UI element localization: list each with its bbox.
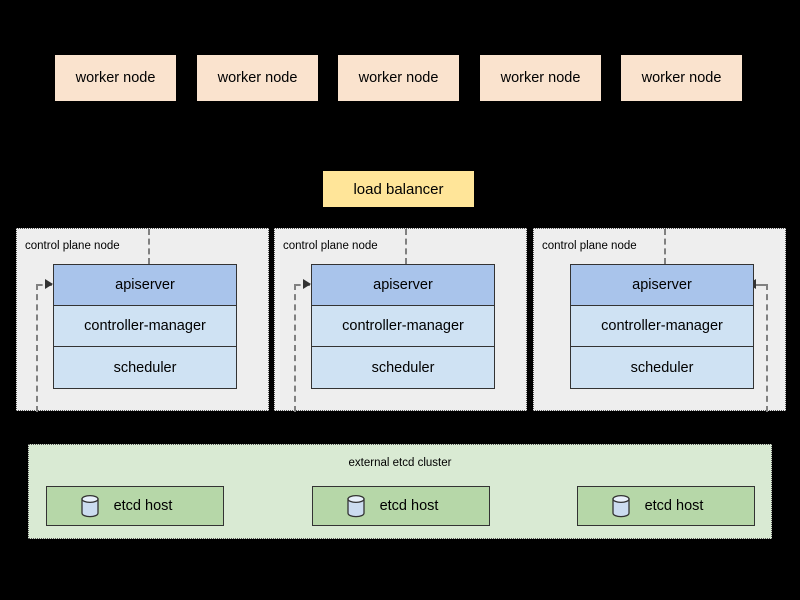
external-etcd-cluster-panel[interactable]: external etcd cluster etcd host etcd hos… [28, 444, 772, 539]
worker-node-5[interactable]: worker node [620, 54, 743, 102]
etcd-host-label: etcd host [379, 498, 439, 514]
load-balancer-box[interactable]: load balancer [322, 170, 475, 208]
worker-node-label: worker node [641, 70, 722, 86]
component-apiserver[interactable]: apiserver [571, 265, 753, 306]
component-label: controller-manager [84, 318, 206, 334]
control-plane-node-3[interactable]: control plane node apiserver controller-… [533, 228, 786, 412]
etcd-host-label: etcd host [644, 498, 704, 514]
component-controller-manager[interactable]: controller-manager [571, 306, 753, 347]
component-label: scheduler [371, 359, 435, 376]
etcd-connector-line [294, 284, 296, 412]
worker-node-label: worker node [358, 70, 439, 86]
control-plane-node-label: control plane node [542, 240, 637, 252]
database-cylinder-icon [611, 494, 631, 518]
arrow-head-icon [45, 279, 53, 289]
load-balancer-connector-line [664, 229, 666, 264]
control-plane-node-label: control plane node [25, 240, 120, 252]
component-apiserver[interactable]: apiserver [312, 265, 494, 306]
etcd-connector-line [36, 284, 38, 412]
component-label: apiserver [115, 277, 175, 293]
component-label: controller-manager [342, 318, 464, 334]
etcd-host-3[interactable]: etcd host [577, 486, 755, 526]
component-label: scheduler [113, 359, 177, 376]
control-plane-component-stack: apiserver controller-manager scheduler [311, 264, 495, 389]
component-label: controller-manager [601, 318, 723, 334]
worker-node-2[interactable]: worker node [196, 54, 319, 102]
etcd-host-label: etcd host [113, 498, 173, 514]
component-scheduler[interactable]: scheduler [312, 347, 494, 388]
component-controller-manager[interactable]: controller-manager [54, 306, 236, 347]
load-balancer-connector-line [405, 229, 407, 264]
control-plane-component-stack: apiserver controller-manager scheduler [53, 264, 237, 389]
control-plane-node-1[interactable]: control plane node apiserver controller-… [16, 228, 269, 412]
control-plane-component-stack: apiserver controller-manager scheduler [570, 264, 754, 389]
etcd-connector-arm [295, 284, 310, 286]
database-cylinder-icon [346, 494, 366, 518]
worker-node-label: worker node [75, 70, 156, 86]
etcd-connector-arm [755, 284, 767, 286]
load-balancer-label: load balancer [353, 180, 444, 198]
worker-node-3[interactable]: worker node [337, 54, 460, 102]
etcd-connector-line [766, 284, 768, 412]
control-plane-node-2[interactable]: control plane node apiserver controller-… [274, 228, 527, 412]
worker-node-1[interactable]: worker node [54, 54, 177, 102]
component-apiserver[interactable]: apiserver [54, 265, 236, 306]
component-controller-manager[interactable]: controller-manager [312, 306, 494, 347]
load-balancer-connector-line [148, 229, 150, 264]
component-label: apiserver [632, 277, 692, 293]
worker-node-label: worker node [500, 70, 581, 86]
component-scheduler[interactable]: scheduler [571, 347, 753, 388]
component-label: apiserver [373, 277, 433, 293]
component-label: scheduler [630, 359, 694, 376]
control-plane-node-label: control plane node [283, 240, 378, 252]
worker-node-label: worker node [217, 70, 298, 86]
etcd-connector-arm [37, 284, 52, 286]
arrow-head-icon [303, 279, 311, 289]
etcd-host-1[interactable]: etcd host [46, 486, 224, 526]
etcd-host-2[interactable]: etcd host [312, 486, 490, 526]
database-cylinder-icon [80, 494, 100, 518]
worker-node-4[interactable]: worker node [479, 54, 602, 102]
etcd-cluster-label: external etcd cluster [348, 457, 452, 469]
component-scheduler[interactable]: scheduler [54, 347, 236, 388]
